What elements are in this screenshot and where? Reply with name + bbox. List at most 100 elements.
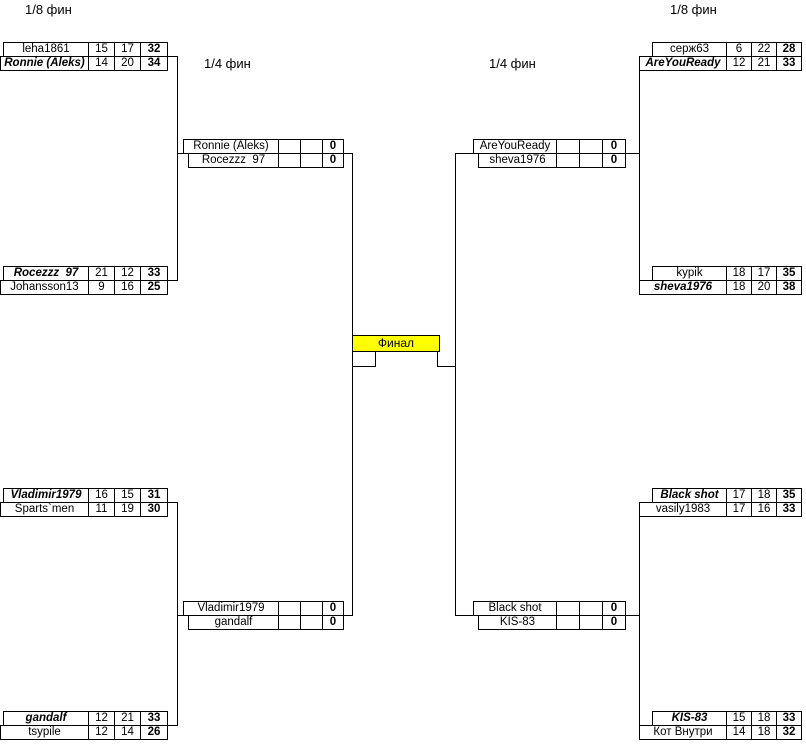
score-cell: 22 (751, 42, 777, 57)
score-cell (278, 615, 301, 630)
total-cell: 33 (140, 711, 168, 726)
final-label: Финал (352, 335, 440, 352)
score-cell (579, 615, 603, 630)
score-cell: 12 (88, 725, 115, 740)
player-name-cell: gandalf (3, 711, 89, 726)
score-cell (579, 153, 603, 168)
total-cell: 0 (322, 601, 344, 616)
connector-line (343, 153, 353, 154)
player-name-cell: kypik (652, 266, 727, 281)
player-name-cell: leha1861 (3, 42, 89, 57)
score-cell: 18 (751, 711, 777, 726)
score-cell: 16 (88, 488, 115, 503)
player-name-cell: KIS-83 (652, 711, 727, 726)
connector-line (177, 502, 178, 726)
score-cell (278, 601, 301, 616)
score-cell: 14 (114, 725, 141, 740)
score-cell: 16 (114, 280, 141, 295)
player-name-cell: sheva1976 (478, 153, 557, 168)
player-name-cell: Ronnie (Aleks) (0, 56, 89, 71)
score-cell: 17 (726, 488, 752, 503)
match-row: AreYouReady 0 (473, 139, 626, 154)
player-name-cell: tsypile (0, 725, 89, 740)
score-cell: 14 (88, 56, 115, 71)
match-row: Vladimir1979 0 (183, 601, 344, 616)
score-cell (556, 615, 580, 630)
connector-line (177, 153, 184, 154)
score-cell (300, 601, 323, 616)
score-cell (278, 153, 301, 168)
connector-line (352, 153, 353, 616)
player-name-cell: серж63 (652, 42, 727, 57)
score-cell (300, 139, 323, 154)
score-cell: 17 (726, 502, 752, 517)
score-cell: 21 (751, 56, 777, 71)
total-cell: 0 (322, 153, 344, 168)
final-slot-line (352, 366, 376, 367)
connector-line (177, 56, 178, 281)
match-row: KIS-83 15 18 33 (652, 711, 802, 726)
score-cell: 18 (726, 266, 752, 281)
total-cell: 33 (776, 502, 802, 517)
connector-line (624, 615, 640, 616)
score-cell: 21 (114, 711, 141, 726)
total-cell: 26 (140, 725, 168, 740)
total-cell: 32 (140, 42, 168, 57)
player-name-cell: Sparts`men (0, 502, 89, 517)
score-cell: 11 (88, 502, 115, 517)
score-cell: 12 (88, 711, 115, 726)
connector-line (639, 56, 640, 281)
player-name-cell: Vladimir1979 (183, 601, 279, 616)
total-cell: 0 (602, 615, 626, 630)
score-cell: 15 (88, 42, 115, 57)
player-name-cell: vasily1983 (639, 502, 727, 517)
score-cell (556, 139, 580, 154)
player-name-cell: Black shot (652, 488, 727, 503)
match-row: gandalf 12 21 33 (3, 711, 168, 726)
score-cell: 18 (726, 280, 752, 295)
score-cell: 14 (726, 725, 752, 740)
score-cell (556, 601, 580, 616)
connector-line (167, 56, 178, 57)
player-name-cell: Rocezzz 97 (188, 153, 279, 168)
round-label-qf-left: 1/4 фин (204, 56, 251, 71)
total-cell: 30 (140, 502, 168, 517)
score-cell: 16 (751, 502, 777, 517)
score-cell: 18 (751, 725, 777, 740)
match-row: Vladimir1979 16 15 31 (3, 488, 168, 503)
match-row: Black shot 17 18 35 (652, 488, 802, 503)
connector-line (455, 153, 474, 154)
connector-line (167, 725, 178, 726)
score-cell (300, 153, 323, 168)
score-cell: 6 (726, 42, 752, 57)
match-row: серж63 6 22 28 (652, 42, 802, 57)
match-row: Black shot 0 (473, 601, 626, 616)
score-cell: 21 (88, 266, 115, 281)
match-row: tsypile 12 14 26 (0, 725, 168, 740)
connector-line (167, 502, 178, 503)
match-row: Rocezzz 97 0 (188, 153, 344, 168)
match-row: Sparts`men 11 19 30 (0, 502, 168, 517)
match-row: Ronnie (Aleks) 0 (183, 139, 344, 154)
connector-line (343, 615, 353, 616)
score-cell: 17 (751, 266, 777, 281)
match-row: kypik 18 17 35 (652, 266, 802, 281)
match-row: vasily1983 17 16 33 (639, 502, 802, 517)
player-name-cell: AreYouReady (639, 56, 727, 71)
player-name-cell: KIS-83 (478, 615, 557, 630)
score-cell (579, 139, 603, 154)
score-cell: 17 (114, 42, 141, 57)
total-cell: 0 (602, 139, 626, 154)
total-cell: 33 (776, 711, 802, 726)
score-cell: 19 (114, 502, 141, 517)
score-cell: 12 (726, 56, 752, 71)
player-name-cell: Rocezzz 97 (3, 266, 89, 281)
player-name-cell: AreYouReady (473, 139, 557, 154)
connector-line (455, 153, 456, 616)
match-row: gandalf 0 (188, 615, 344, 630)
score-cell: 20 (751, 280, 777, 295)
score-cell: 20 (114, 56, 141, 71)
player-name-cell: gandalf (188, 615, 279, 630)
score-cell: 9 (88, 280, 115, 295)
